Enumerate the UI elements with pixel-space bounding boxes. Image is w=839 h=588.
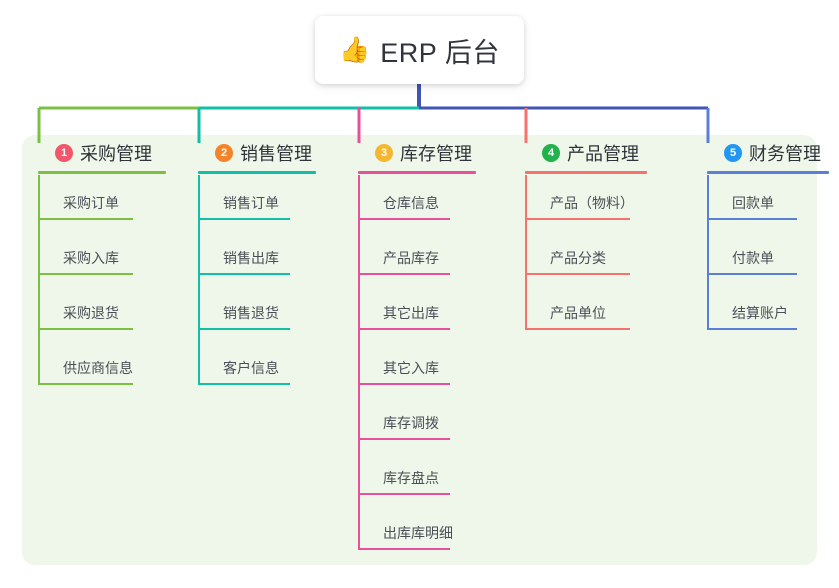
branch-item-rule (358, 328, 450, 330)
branch-badge-1: 1 (55, 144, 73, 162)
branch-item-label: 库存盘点 (383, 470, 439, 486)
branch-spine (358, 175, 360, 550)
branch-header-销售管理[interactable]: 2 销售管理 (198, 135, 312, 171)
branch-column-4: 4 产品管理产品（物料） 产品分类产品单位 (525, 135, 647, 330)
branch-item-label: 结算账户 (732, 305, 788, 321)
branch-item-rule (38, 273, 133, 275)
branch-item[interactable]: 出库库明细 (358, 175, 453, 550)
branch-item-rule (525, 218, 630, 220)
branch-column-3: 3 库存管理仓库信息产品库存其它出库其它入库库存调拨库存盘点出库库明细 (358, 135, 476, 550)
branch-item[interactable]: 产品（物料） (525, 175, 634, 220)
branch-item[interactable]: 采购退货 (38, 175, 133, 330)
branch-header-rule (358, 171, 476, 174)
branch-item-label: 销售订单 (223, 195, 279, 211)
branch-item-label: 客户信息 (223, 360, 279, 376)
branch-badge-5: 5 (724, 144, 742, 162)
branch-item[interactable]: 采购入库 (38, 175, 133, 275)
branch-item-label: 其它入库 (383, 360, 439, 376)
branch-item-label: 库存调拨 (383, 415, 439, 431)
branch-item[interactable]: 供应商信息 (38, 175, 133, 385)
branch-item[interactable]: 其它出库 (358, 175, 450, 330)
branch-item-rule (525, 328, 630, 330)
branch-item-label: 仓库信息 (383, 195, 439, 211)
branch-item-label: 产品分类 (550, 250, 606, 266)
branch-item-rule (358, 548, 450, 550)
branch-item-label: 回款单 (732, 195, 774, 211)
branch-header-采购管理[interactable]: 1 采购管理 (38, 135, 152, 171)
branch-item-label: 产品单位 (550, 305, 606, 321)
thumbs-up-icon: 👍 (339, 35, 371, 64)
branch-item[interactable]: 回款单 (707, 175, 797, 220)
branch-item-rule (358, 273, 450, 275)
branch-item-label: 采购退货 (63, 305, 119, 321)
branch-item[interactable]: 销售出库 (198, 175, 290, 275)
branch-item-rule (707, 218, 797, 220)
branch-item-rule (38, 218, 133, 220)
branch-item[interactable]: 产品分类 (525, 175, 630, 275)
branch-column-2: 2 销售管理销售订单销售出库销售退货客户信息 (198, 135, 316, 385)
root-node-erp-backend[interactable]: 👍 ERP 后台 (315, 16, 524, 84)
branch-item-label: 采购订单 (63, 195, 119, 211)
branch-title-label: 产品管理 (567, 144, 639, 164)
branch-item[interactable]: 销售订单 (198, 175, 290, 220)
branch-header-rule (707, 171, 829, 174)
branch-badge-3: 3 (375, 144, 393, 162)
branch-item-rule (707, 328, 797, 330)
branch-item[interactable]: 客户信息 (198, 175, 290, 385)
branch-item[interactable]: 库存盘点 (358, 175, 450, 495)
branch-title-label: 销售管理 (240, 144, 312, 164)
branch-item[interactable]: 付款单 (707, 175, 797, 275)
branch-column-5: 5 财务管理回款单付款单结算账户 (707, 135, 829, 330)
branch-header-rule (198, 171, 316, 174)
branch-item-rule (198, 328, 290, 330)
branch-item-rule (525, 273, 630, 275)
branch-header-rule (525, 171, 647, 174)
branch-item[interactable]: 其它入库 (358, 175, 450, 385)
branch-item-rule (358, 438, 450, 440)
branch-item-label: 产品库存 (383, 250, 439, 266)
branch-title-label: 采购管理 (80, 144, 152, 164)
branch-item-rule (358, 383, 450, 385)
branch-item-label: 出库库明细 (383, 525, 453, 541)
branch-header-rule (38, 171, 166, 174)
branch-item[interactable]: 产品库存 (358, 175, 450, 275)
branch-badge-4: 4 (542, 144, 560, 162)
branch-spine (525, 175, 527, 330)
branch-title-label: 财务管理 (749, 144, 821, 164)
branch-header-财务管理[interactable]: 5 财务管理 (707, 135, 821, 171)
branch-badge-2: 2 (215, 144, 233, 162)
branch-item-rule (38, 328, 133, 330)
branch-item-label: 采购入库 (63, 250, 119, 266)
branch-spine (707, 175, 709, 330)
root-node-title: ERP 后台 (380, 37, 500, 68)
branch-item[interactable]: 仓库信息 (358, 175, 450, 220)
branch-item-rule (198, 273, 290, 275)
branch-header-产品管理[interactable]: 4 产品管理 (525, 135, 639, 171)
branch-item-rule (198, 218, 290, 220)
branch-item[interactable]: 库存调拨 (358, 175, 450, 440)
branch-item[interactable]: 结算账户 (707, 175, 797, 330)
branch-title-label: 库存管理 (400, 144, 472, 164)
branch-columns: 1 采购管理采购订单采购入库采购退货供应商信息 2 销售管理销售订单销售出库销售退货客… (22, 135, 829, 565)
branch-item-label: 销售出库 (223, 250, 279, 266)
branch-spine (38, 175, 40, 385)
branch-item-label: 供应商信息 (63, 360, 133, 376)
branch-item[interactable]: 销售退货 (198, 175, 290, 330)
branch-item[interactable]: 产品单位 (525, 175, 630, 330)
branch-item-rule (707, 273, 797, 275)
branch-spine (198, 175, 200, 385)
branch-item-rule (198, 383, 290, 385)
branch-item-rule (38, 383, 133, 385)
branch-item-label: 付款单 (732, 250, 774, 266)
branch-item-label: 销售退货 (223, 305, 279, 321)
branch-item[interactable]: 采购订单 (38, 175, 133, 220)
branch-item-rule (358, 218, 450, 220)
branch-item-label: 其它出库 (383, 305, 439, 321)
branch-item-rule (358, 493, 450, 495)
branch-item-label: 产品（物料） (550, 195, 634, 211)
branch-column-1: 1 采购管理采购订单采购入库采购退货供应商信息 (38, 135, 166, 385)
branch-header-库存管理[interactable]: 3 库存管理 (358, 135, 472, 171)
